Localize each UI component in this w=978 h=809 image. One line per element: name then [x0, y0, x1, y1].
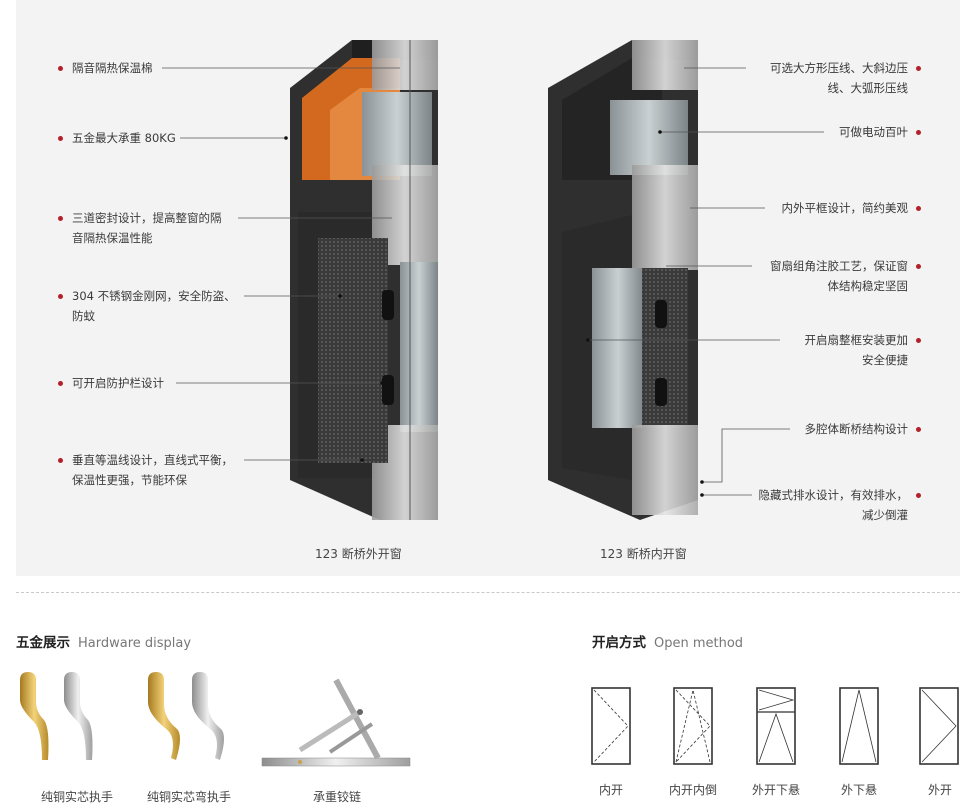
hardware-images: [20, 672, 411, 767]
callout-right-4: 窗扇组角注胶工艺，保证窗体结构稳定坚固: [770, 259, 908, 293]
open-method-label-2: 内开内倒: [668, 783, 717, 797]
curved-handle-gold-icon: [148, 672, 180, 760]
bullet-dot: [58, 381, 63, 386]
bullet-dot: [916, 427, 921, 432]
open-method-label-3: 外开下悬: [751, 783, 800, 797]
callout-left-2: 五金最大承重 80KG: [72, 131, 176, 145]
curved-handle-silver-icon: [192, 672, 224, 760]
hinge-icon: [261, 678, 411, 767]
callout-left-1: 隔音隔热保温棉: [72, 61, 153, 75]
outward-open-icon: [919, 687, 959, 765]
section-divider: [16, 592, 960, 593]
callout-left-3: 三道密封设计，提高整窗的隔音隔热保温性能: [72, 211, 222, 245]
caption-left-window: 123 断桥外开窗: [315, 547, 402, 561]
feature-panel: [16, 0, 960, 576]
bullet-dot: [58, 458, 63, 463]
callout-left-6: 垂直等温线设计，直线式平衡，保温性更强，节能环保: [72, 453, 233, 487]
callout-left-5: 可开启防护栏设计: [72, 376, 164, 390]
callout-right-2: 可做电动百叶: [839, 125, 908, 139]
callout-lines: [162, 67, 824, 496]
handle-gold-icon: [20, 672, 49, 760]
bullet-dot: [58, 294, 63, 299]
callout-left-4: 304 不锈钢金刚网，安全防盗、防蚊: [72, 289, 236, 323]
handle-silver-icon: [64, 672, 93, 760]
open-method-section-subtitle: Open method: [654, 636, 744, 651]
bullet-dot: [58, 136, 63, 141]
open-method-diagrams: [591, 687, 959, 765]
callout-right-1: 可选大方形压线、大斜边压线、大弧形压线: [770, 61, 908, 95]
left-window-section: [290, 40, 438, 520]
callout-right-3: 内外平框设计，简约美观: [781, 201, 909, 215]
open-method-label-5: 外开: [927, 783, 952, 797]
bullet-dot: [916, 206, 921, 211]
hardware-section-subtitle: Hardware display: [78, 636, 192, 651]
outward-top-hung-icon: [756, 687, 796, 765]
caption-right-window: 123 断桥内开窗: [600, 547, 687, 561]
outward-bottom-hung-icon: [839, 687, 879, 765]
hardware-label-2: 纯铜实芯弯执手: [146, 790, 231, 804]
right-window-section: [548, 40, 698, 520]
open-method-label-4: 外下悬: [840, 783, 877, 797]
callout-right-5: 开启扇整框安装更加安全便捷: [804, 333, 909, 367]
bullet-dot: [916, 338, 921, 343]
bullet-dot: [916, 264, 921, 269]
bullet-dot: [916, 493, 921, 498]
bullet-dot: [58, 66, 63, 71]
hardware-label-3: 承重铰链: [312, 790, 361, 804]
inward-open-icon: [591, 687, 631, 765]
callout-right-6: 多腔体断桥结构设计: [804, 422, 909, 436]
open-method-label-1: 内开: [598, 783, 623, 797]
callout-right-7: 隐藏式排水设计，有效排水，减少倒灌: [758, 488, 909, 522]
hardware-label-1: 纯铜实芯执手: [40, 790, 113, 804]
bullet-dot: [916, 130, 921, 135]
bullet-dot: [58, 216, 63, 221]
bullet-dot: [916, 66, 921, 71]
tilt-turn-icon: [673, 687, 713, 765]
